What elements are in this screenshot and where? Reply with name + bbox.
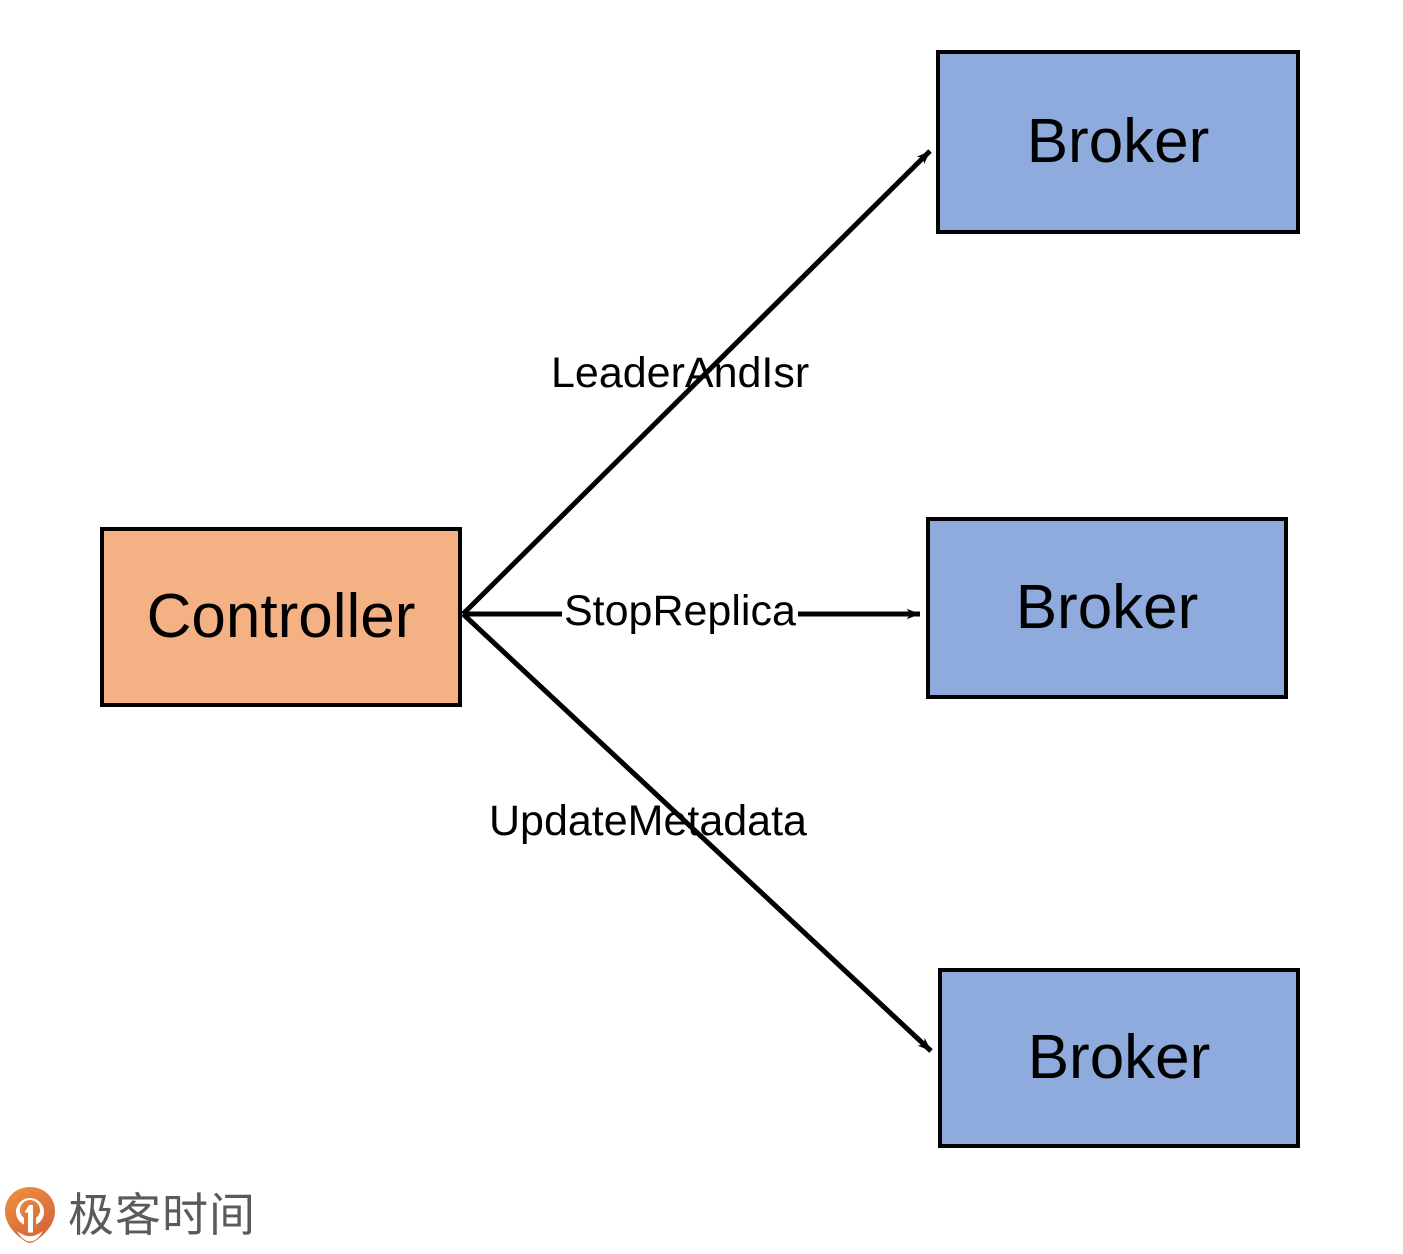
node-controller[interactable]: Controller [100,527,462,707]
node-broker-bottom-label: Broker [1027,1023,1211,1092]
node-broker-middle-label: Broker [1015,573,1199,642]
node-broker-top-label: Broker [1026,107,1210,176]
edge-line-updatemetadata [461,612,933,1053]
watermark-text: 极客时间 [68,1188,256,1242]
geektime-pin-logo [5,1187,55,1243]
edge-line-leaderandisr [461,149,932,616]
edge-label-updatemetadata: UpdateMetadata [489,797,807,845]
node-controller-label: Controller [146,582,416,651]
watermark: 极客时间 [4,1186,256,1244]
edge-label-leaderandisr: LeaderAndIsr [551,349,810,397]
node-broker-bottom[interactable]: Broker [938,968,1300,1148]
node-broker-top[interactable]: Broker [936,50,1300,234]
edge-label-stopreplica: StopReplica [562,587,798,635]
node-broker-middle[interactable]: Broker [926,517,1288,699]
